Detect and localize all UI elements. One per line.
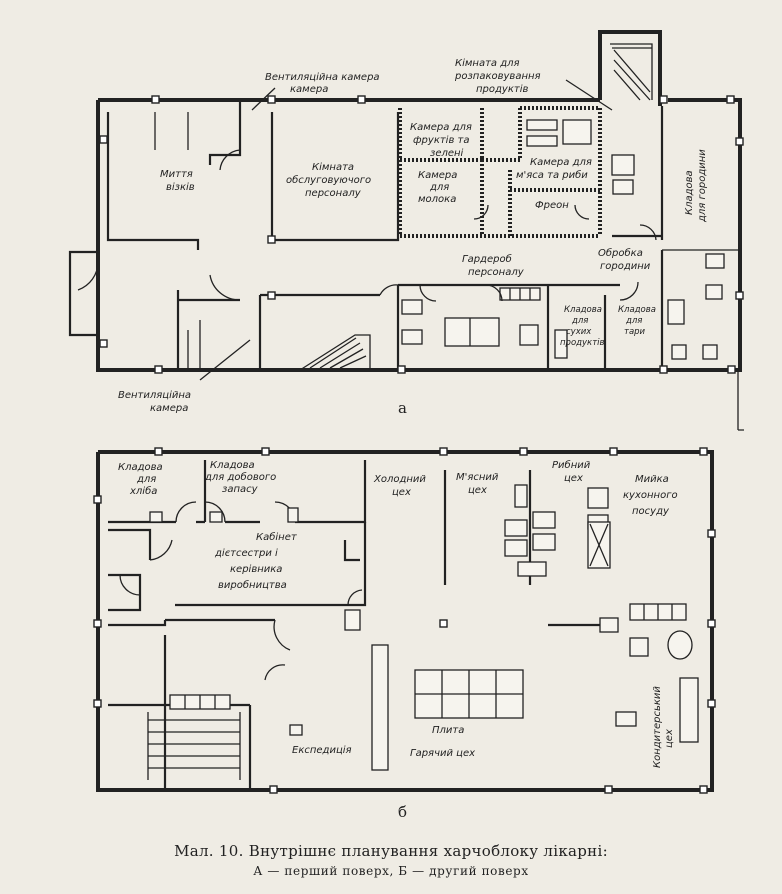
label-veg-proc-2: городини <box>600 261 651 272</box>
label-fruit-3: зелені <box>430 147 464 159</box>
label-vent-top-2: камера <box>290 84 328 95</box>
label-dish-1: Мийка <box>635 474 669 485</box>
label-daily-1: Кладова <box>210 460 255 471</box>
floor-a-plan <box>68 30 744 431</box>
label-freon: Фреон <box>535 200 569 211</box>
label-bread-1: Кладова <box>118 462 163 473</box>
label-fruit-1: Камера для <box>410 122 472 133</box>
label-dry-3: сухих <box>566 327 592 337</box>
label-veg-proc-1: Обробка <box>598 247 643 259</box>
label-milk-1: Камера <box>418 170 457 181</box>
label-dietitian-4: виробництва <box>218 579 287 591</box>
label-meat-shop-1: М'ясний <box>456 472 499 483</box>
label-veg-store-1: Кладова <box>684 170 695 215</box>
label-wardrobe-2: персоналу <box>468 267 525 278</box>
label-washing-1: Миття <box>160 169 193 180</box>
label-meat-1: Камера для <box>530 157 592 168</box>
label-dry-2: для <box>571 316 588 326</box>
label-dish-3: посуду <box>632 506 670 517</box>
floor-b-labels: Кладова для хліба Кладова для добового з… <box>118 459 678 821</box>
label-meat-shop-2: цех <box>468 485 487 496</box>
floor-a-letter: а <box>398 399 407 417</box>
floor-b-letter: б <box>398 803 407 821</box>
label-dry-1: Кладова <box>564 305 602 315</box>
label-tare-3: тари <box>624 327 646 337</box>
label-wardrobe-1: Гардероб <box>462 253 512 265</box>
label-cold-1: Холодний <box>373 474 426 485</box>
label-fish-2: цех <box>564 473 583 484</box>
label-staff-2: обслуговуючого <box>286 174 371 186</box>
label-meat-2: м'яса та риби <box>516 169 588 181</box>
label-milk-3: молока <box>418 194 456 205</box>
label-daily-2: для добового <box>204 471 276 483</box>
label-staff-3: персоналу <box>305 188 362 199</box>
figure-caption-line2: А — перший поверх, Б — другий поверх <box>253 864 529 878</box>
label-unpack-2: розпаковування <box>454 71 541 82</box>
label-staff-1: Кімната <box>312 161 354 173</box>
label-hot: Гарячий цех <box>410 748 475 759</box>
label-dietitian-3: керівника <box>230 563 282 575</box>
label-fish-1: Рибний <box>552 459 591 471</box>
label-confect-2: цех <box>664 729 675 748</box>
label-vent-top: Вентиляційна камера <box>265 71 380 83</box>
figure-caption-line1: Мал. 10. Внутрішнє планування харчоблоку… <box>174 842 608 860</box>
label-bread-3: хліба <box>129 485 157 497</box>
label-cold-2: цех <box>392 487 411 498</box>
floor-b-plan <box>93 447 716 794</box>
label-dietitian-1: Кабінет <box>256 531 298 543</box>
label-fruit-2: фруктів та <box>413 134 469 146</box>
label-unpack-3: продуктів <box>476 83 528 95</box>
label-dish-2: кухонного <box>623 490 678 501</box>
label-milk-2: для <box>429 182 449 193</box>
label-veg-store-2: для городини <box>697 149 708 223</box>
label-vent-bottom-2: камера <box>150 403 188 414</box>
floor-a-labels: Вентиляційна камера камера Миття візків … <box>118 57 708 417</box>
label-tare-1: Кладова <box>618 305 656 315</box>
label-expedition: Експедиція <box>292 744 352 756</box>
label-unpack-1: Кімната для <box>455 57 520 69</box>
label-confect-1: Кондитерський <box>652 686 663 768</box>
label-dietitian-2: дієтсестри і <box>214 547 278 559</box>
label-daily-3: запасу <box>222 484 259 495</box>
label-washing-2: візків <box>166 181 195 193</box>
label-vent-bottom-1: Вентиляційна <box>118 389 191 401</box>
label-dry-4: продуктів <box>560 338 605 348</box>
label-tare-2: для <box>625 316 642 326</box>
label-stove: Плита <box>432 725 464 736</box>
label-bread-2: для <box>136 474 156 485</box>
